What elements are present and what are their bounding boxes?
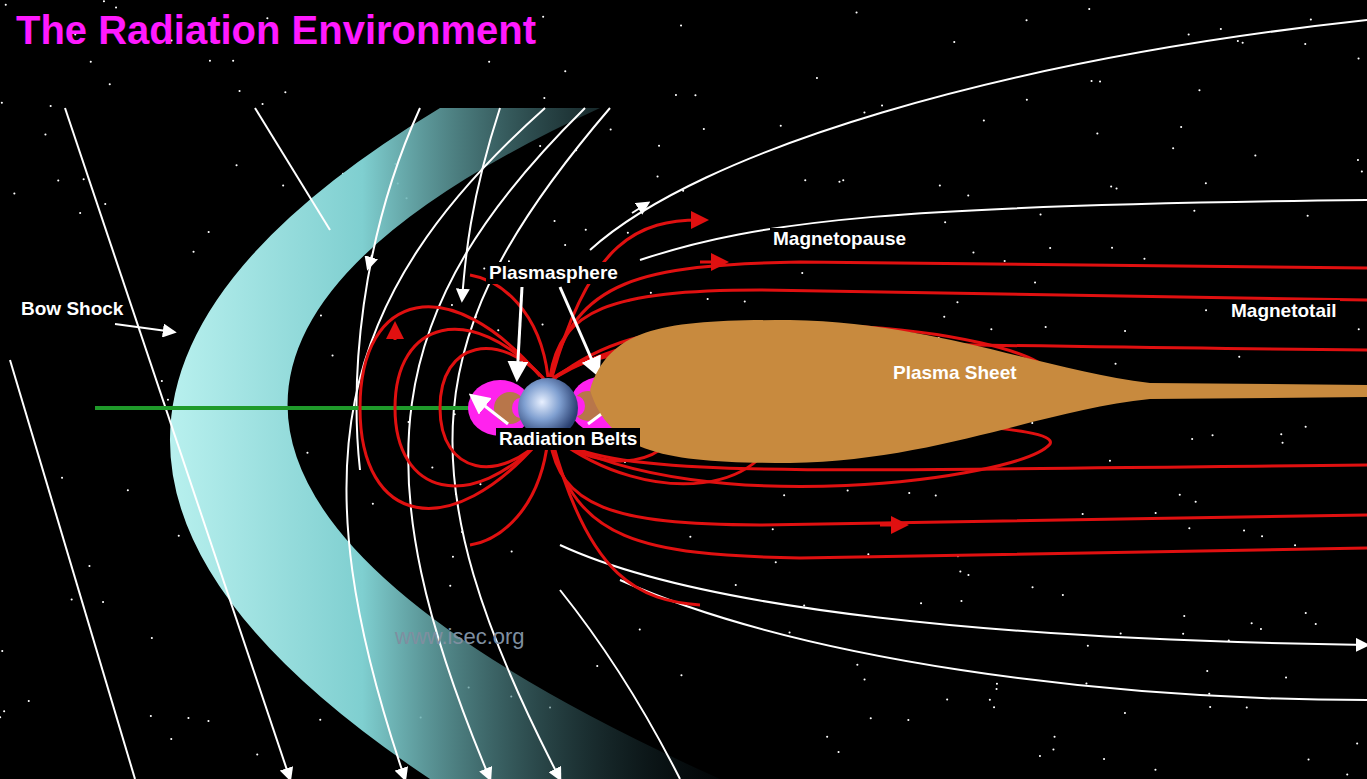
region-label: Bow Shock — [18, 298, 126, 320]
region-label: Plasma Sheet — [890, 362, 1020, 384]
flow-arrow — [632, 203, 648, 213]
sun-earth-line — [95, 406, 520, 410]
plasma-sheet: Plasma Sheet — [590, 315, 1367, 467]
flow-arrow — [368, 255, 372, 268]
region-label: Magnetopause — [770, 228, 909, 250]
region-label: Plasmasphere — [486, 262, 621, 284]
plasma-sheet-fill — [590, 320, 1367, 463]
solar-wind-lines — [10, 20, 1367, 779]
magnetic-field-lines — [360, 220, 1367, 605]
region-label: Magnetotail — [1228, 300, 1340, 322]
title: The Radiation Environment — [16, 6, 536, 54]
bow-shock-band — [170, 108, 720, 779]
watermark: www.isec.org — [392, 626, 528, 648]
plasma-sheet-shape — [590, 315, 1367, 467]
pointer-arrows — [115, 287, 628, 424]
region-label: Radiation Belts — [496, 428, 640, 450]
